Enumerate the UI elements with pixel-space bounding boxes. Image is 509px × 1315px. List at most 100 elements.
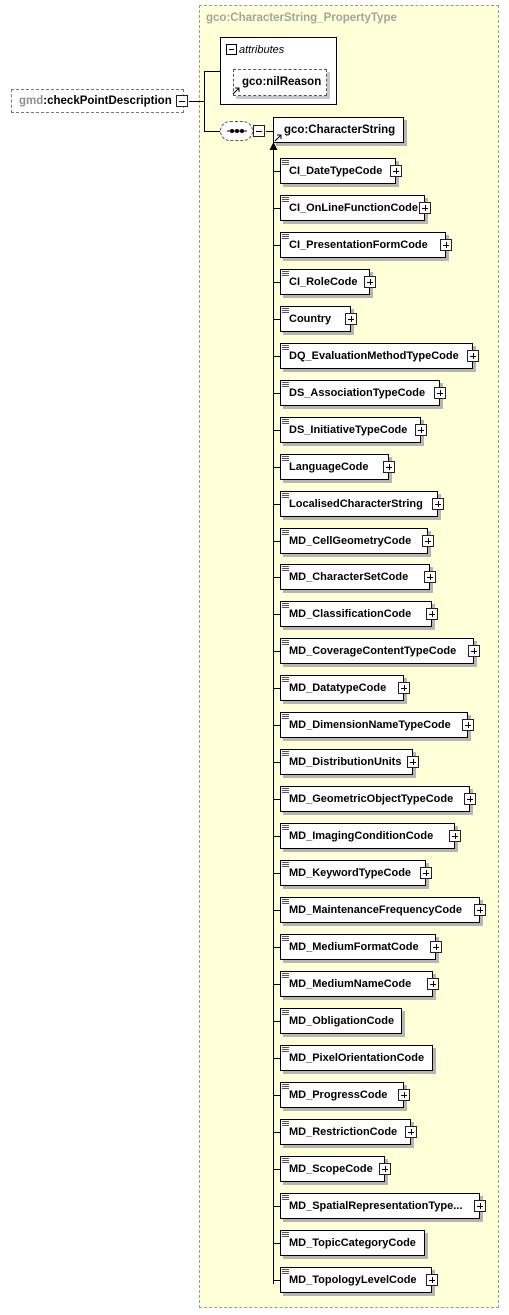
connector-line — [266, 131, 273, 132]
substitution-member-label: MD_MediumFormatCode — [289, 941, 419, 953]
substitution-member[interactable]: MD_TopologyLevelCode — [280, 1267, 438, 1293]
expand-icon[interactable] — [390, 165, 402, 177]
substitution-member[interactable]: MD_DimensionNameTypeCode — [280, 712, 474, 738]
expand-icon[interactable] — [468, 645, 480, 657]
substitution-member[interactable]: DS_AssociationTypeCode — [280, 380, 446, 406]
root-collapse-icon[interactable] — [176, 95, 188, 107]
substitution-member[interactable]: CI_DateTypeCode — [280, 158, 402, 184]
connector-line — [273, 984, 280, 985]
root-element-prefix: gmd — [19, 95, 44, 107]
expand-icon[interactable] — [427, 978, 439, 990]
substitution-member[interactable]: CI_OnLineFunctionCode — [280, 195, 431, 221]
substitution-member-label: DS_AssociationTypeCode — [289, 387, 426, 399]
connector-line — [273, 1206, 280, 1207]
connector-line — [273, 910, 280, 911]
attribute-nilreason[interactable]: gco:nilReason — [233, 69, 327, 96]
expand-icon[interactable] — [449, 830, 461, 842]
connector-line — [273, 577, 280, 578]
substitution-member[interactable]: MD_DatatypeCode — [280, 675, 410, 701]
expand-icon[interactable] — [345, 313, 357, 325]
substitution-member[interactable]: MD_MaintenanceFrequencyCode — [280, 897, 486, 923]
substitution-member[interactable]: MD_ObligationCode — [280, 1008, 402, 1034]
substitution-member[interactable]: MD_CellGeometryCode — [280, 528, 434, 554]
substitution-group-line — [273, 148, 274, 1284]
substitution-member[interactable]: MD_SpatialRepresentationType... — [280, 1193, 486, 1219]
substitution-member[interactable]: DQ_EvaluationMethodTypeCode — [280, 343, 479, 369]
expand-icon[interactable] — [420, 867, 432, 879]
substitution-member[interactable]: MD_CoverageContentTypeCode — [280, 638, 480, 664]
expand-icon[interactable] — [398, 1089, 410, 1101]
sequence-dots-icon — [227, 129, 247, 133]
connector-line — [273, 245, 280, 246]
expand-icon[interactable] — [424, 571, 436, 583]
expand-icon[interactable] — [464, 793, 476, 805]
expand-icon[interactable] — [462, 719, 474, 731]
expand-icon[interactable] — [405, 1126, 417, 1138]
expand-icon[interactable] — [379, 1163, 391, 1175]
substitution-member-label: DQ_EvaluationMethodTypeCode — [289, 350, 459, 362]
connector-line — [273, 1132, 280, 1133]
substitution-member[interactable]: MD_MediumFormatCode — [280, 934, 442, 960]
substitution-member-label: CI_RoleCode — [289, 276, 358, 288]
expand-icon[interactable] — [407, 756, 419, 768]
substitution-member[interactable]: CI_PresentationFormCode — [280, 232, 452, 258]
substitution-member[interactable]: MD_ClassificationCode — [280, 601, 438, 627]
connector-line — [273, 393, 280, 394]
substitution-member[interactable]: MD_GeometricObjectTypeCode — [280, 786, 476, 812]
root-element[interactable]: gmd:checkPointDescription — [11, 89, 184, 113]
substitution-member[interactable]: MD_ScopeCode — [280, 1156, 391, 1182]
connector-line — [273, 688, 280, 689]
substitution-member[interactable]: MD_CharacterSetCode — [280, 564, 436, 590]
substitution-member[interactable]: MD_ImagingConditionCode — [280, 823, 461, 849]
substitution-member[interactable]: MD_MediumNameCode — [280, 971, 439, 997]
substitution-member[interactable]: MD_PixelOrientationCode — [280, 1045, 433, 1071]
expand-icon[interactable] — [426, 608, 438, 620]
expand-icon[interactable] — [419, 202, 431, 214]
substitution-member-label: LocalisedCharacterString — [289, 498, 423, 510]
substitution-member-label: MD_ImagingConditionCode — [289, 830, 434, 842]
connector-line — [204, 71, 205, 131]
substitution-member-label: MD_ClassificationCode — [289, 608, 412, 620]
substitution-member[interactable]: MD_RestrictionCode — [280, 1119, 417, 1145]
expand-icon[interactable] — [474, 904, 486, 916]
connector-line — [273, 1058, 280, 1059]
expand-icon[interactable] — [383, 461, 395, 473]
substitution-member-label: MD_MaintenanceFrequencyCode — [289, 904, 462, 916]
expand-icon[interactable] — [474, 1200, 486, 1212]
substitution-member-label: MD_CharacterSetCode — [289, 571, 409, 583]
expand-icon[interactable] — [430, 941, 442, 953]
connector-line — [273, 1280, 280, 1281]
substitution-member-label: MD_ObligationCode — [289, 1015, 395, 1027]
substitution-member[interactable]: DS_InitiativeTypeCode — [280, 417, 427, 443]
expand-icon[interactable] — [364, 276, 376, 288]
substitution-member[interactable]: LocalisedCharacterString — [280, 491, 444, 517]
expand-icon[interactable] — [440, 239, 452, 251]
substitution-member-label: MD_PixelOrientationCode — [289, 1052, 425, 1064]
expand-icon[interactable] — [467, 350, 479, 362]
attributes-title: attributes — [239, 44, 285, 56]
expand-icon[interactable] — [415, 424, 427, 436]
substitution-member-label: MD_TopologyLevelCode — [289, 1274, 417, 1286]
substitution-member[interactable]: Country — [280, 306, 357, 332]
substitution-member[interactable]: MD_ProgressCode — [280, 1082, 410, 1108]
substitution-member[interactable]: MD_KeywordTypeCode — [280, 860, 432, 886]
expand-icon[interactable] — [398, 682, 410, 694]
sequence-collapse-icon[interactable] — [253, 125, 265, 137]
substitution-member-label: MD_ScopeCode — [289, 1163, 373, 1175]
expand-icon[interactable] — [422, 535, 434, 547]
substitution-member-label: Country — [289, 313, 332, 325]
expand-icon[interactable] — [426, 1274, 438, 1286]
connector-line — [273, 947, 280, 948]
substitution-member[interactable]: CI_RoleCode — [280, 269, 376, 295]
attributes-collapse-icon[interactable] — [226, 44, 237, 55]
expand-icon[interactable] — [434, 387, 446, 399]
connector-line — [273, 799, 280, 800]
connector-line — [273, 651, 280, 652]
substitution-member[interactable]: MD_DistributionUnits — [280, 749, 419, 775]
expand-icon[interactable] — [432, 498, 444, 510]
character-string-element[interactable]: gco:CharacterString — [273, 117, 404, 143]
substitution-member-label: MD_ProgressCode — [289, 1089, 388, 1101]
connector-line — [273, 725, 280, 726]
substitution-member[interactable]: MD_TopicCategoryCode — [280, 1230, 425, 1256]
substitution-member[interactable]: LanguageCode — [280, 454, 395, 480]
